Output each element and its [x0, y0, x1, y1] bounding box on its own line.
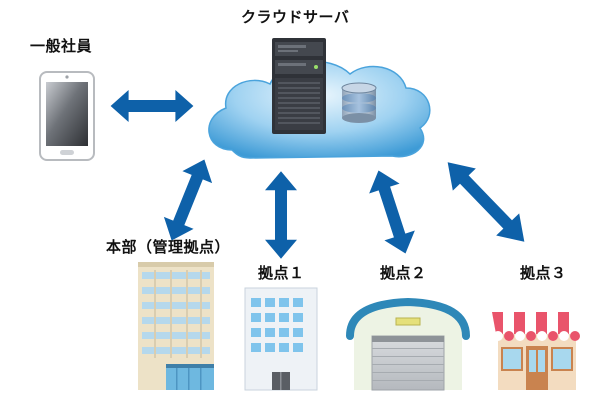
arrow-branch2-cloud [369, 170, 415, 254]
employee-label: 一般社員 [30, 37, 93, 55]
branch-1-label: 拠点１ [258, 264, 305, 282]
branch-2-label: 拠点２ [380, 264, 427, 282]
arrow-branch3-cloud [447, 162, 525, 242]
branch-2-warehouse-icon [346, 297, 470, 391]
smartphone-icon [39, 71, 95, 161]
arrow-branch1-cloud [265, 171, 297, 259]
hq-label: 本部（管理拠点） [106, 238, 231, 256]
cloud-server-label: クラウドサーバ [241, 8, 350, 26]
branch-1-office-icon [244, 287, 318, 391]
arrow-hq-cloud [163, 159, 213, 241]
hq-building-icon [138, 262, 214, 390]
arrow-employee-cloud [110, 90, 194, 122]
database-icon [341, 82, 377, 123]
branch-3-shop-icon [492, 312, 584, 390]
branch-3-label: 拠点３ [520, 264, 567, 282]
server-icon [272, 38, 326, 134]
